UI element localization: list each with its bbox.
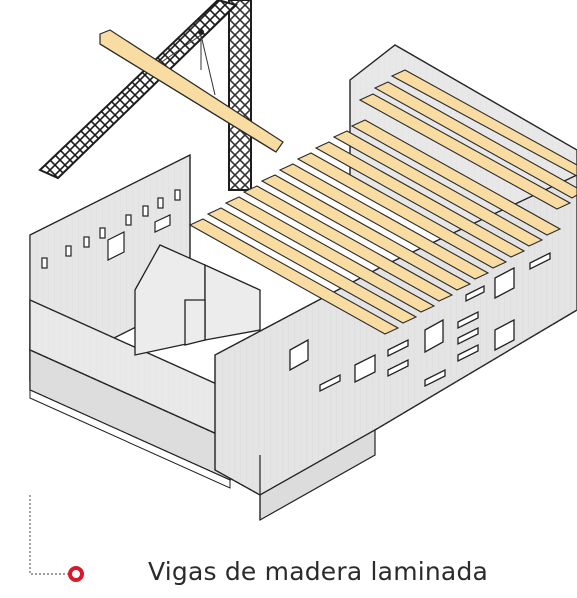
- roof-beams: [188, 69, 577, 335]
- legend-label: Vigas de madera laminada: [148, 557, 489, 586]
- hanging-beam: [99, 29, 284, 153]
- ring-marker-icon: [68, 566, 84, 582]
- left-wall-slots: [41, 189, 181, 269]
- crane-jib: [38, 0, 238, 180]
- crane-tower: [228, 0, 252, 191]
- interior-partitions: [134, 244, 261, 356]
- legend-leader-line: [29, 495, 68, 575]
- facade-windows: [289, 251, 551, 393]
